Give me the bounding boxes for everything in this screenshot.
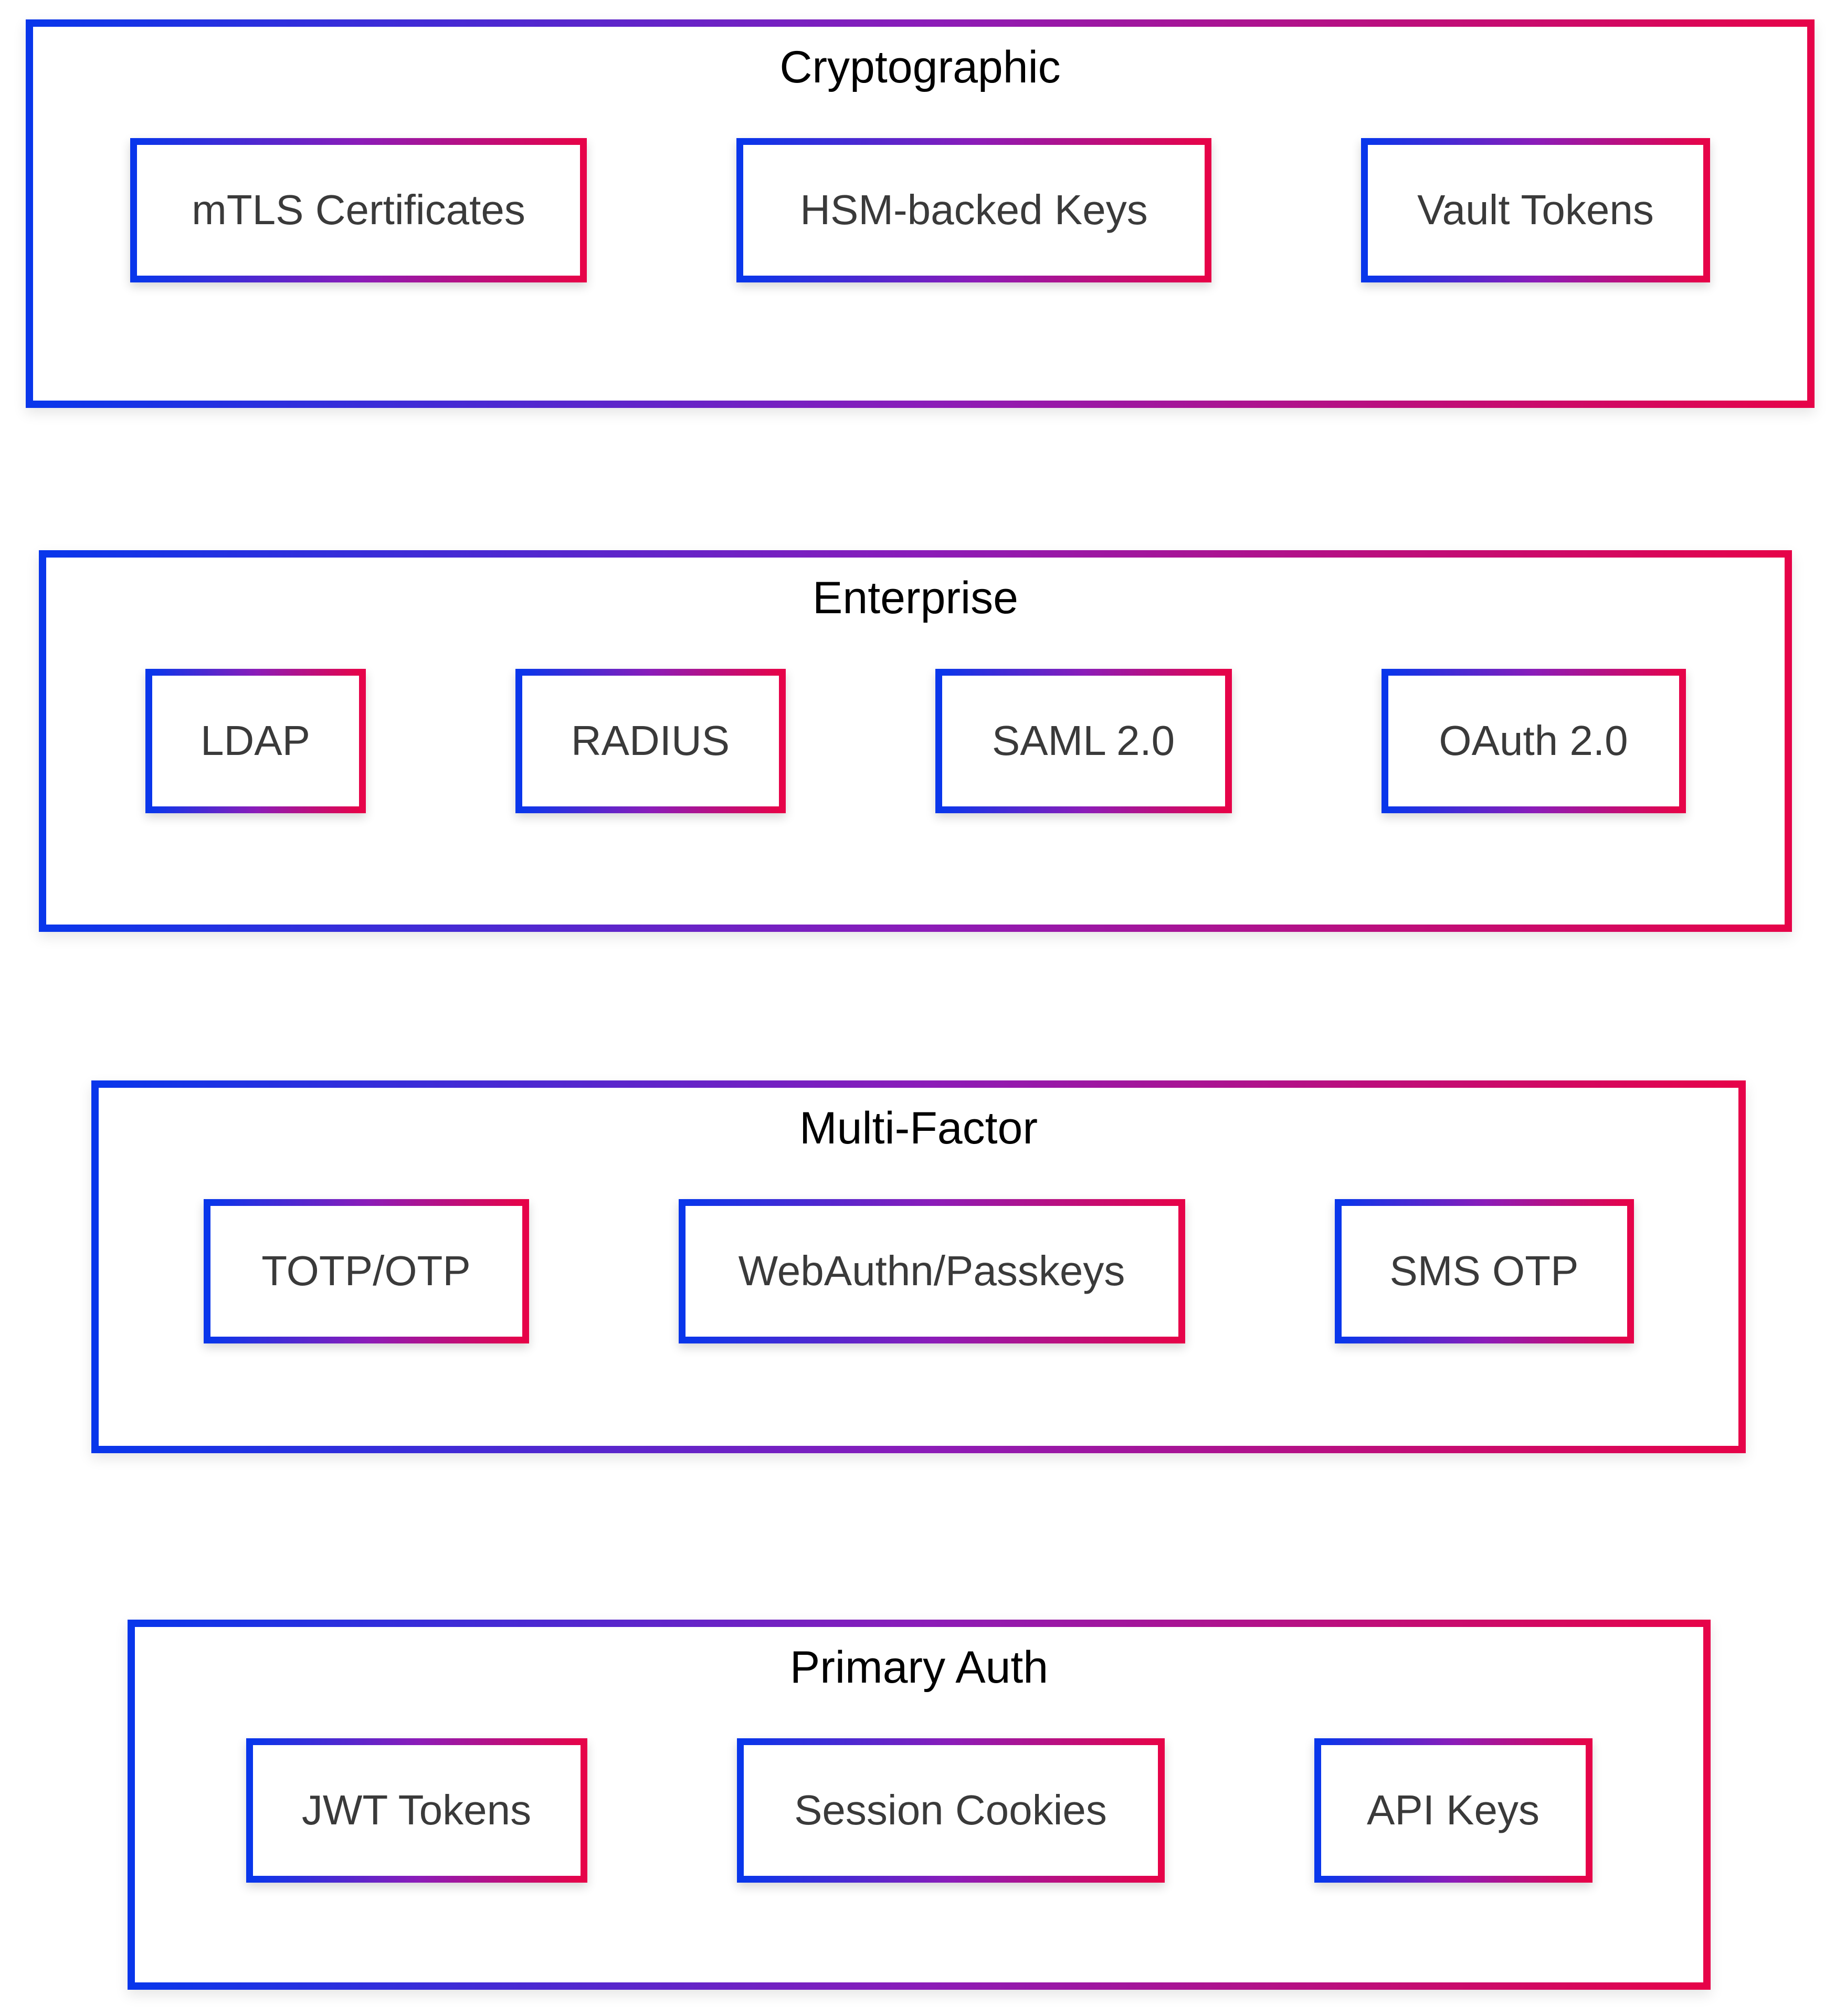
primary-auth-title: Primary Auth — [789, 1642, 1049, 1693]
node-vault-tokens: Vault Tokens — [1361, 138, 1710, 282]
multi-factor-title: Multi-Factor — [799, 1103, 1038, 1153]
node-mtls-certificates: mTLS Certificates — [130, 138, 587, 282]
node-ldap: LDAP — [145, 668, 366, 813]
primary-auth-items-row: JWT Tokens Session Cookies API Keys — [135, 1738, 1703, 1883]
node-totp-otp: TOTP/OTP — [203, 1199, 529, 1343]
node-label: HSM-backed Keys — [800, 186, 1148, 234]
node-label: Vault Tokens — [1417, 186, 1654, 234]
cryptographic-title: Cryptographic — [779, 42, 1061, 92]
node-label: SAML 2.0 — [992, 717, 1175, 764]
layer-enterprise: Enterprise LDAP RADIUS SAML 2.0 OAuth 2.… — [39, 550, 1792, 932]
node-saml-2-0: SAML 2.0 — [935, 668, 1232, 813]
node-oauth-2-0: OAuth 2.0 — [1381, 668, 1686, 813]
node-session-cookies: Session Cookies — [736, 1738, 1165, 1883]
multi-factor-items-row: TOTP/OTP WebAuthn/Passkeys SMS OTP — [99, 1199, 1738, 1343]
node-radius: RADIUS — [515, 668, 786, 813]
layer-primary-auth: Primary Auth JWT Tokens Session Cookies … — [128, 1620, 1711, 1990]
enterprise-items-row: LDAP RADIUS SAML 2.0 OAuth 2.0 — [46, 668, 1785, 813]
cryptographic-items-row: mTLS Certificates HSM-backed Keys Vault … — [33, 138, 1807, 282]
layer-multi-factor: Multi-Factor TOTP/OTP WebAuthn/Passkeys … — [91, 1080, 1746, 1453]
node-label: mTLS Certificates — [192, 186, 525, 234]
node-label: RADIUS — [571, 717, 730, 764]
node-label: SMS OTP — [1389, 1247, 1579, 1295]
node-api-keys: API Keys — [1314, 1738, 1593, 1883]
enterprise-title: Enterprise — [813, 573, 1018, 623]
node-label: API Keys — [1366, 1787, 1540, 1834]
node-webauthn-passkeys: WebAuthn/Passkeys — [678, 1199, 1185, 1343]
node-jwt-tokens: JWT Tokens — [246, 1738, 587, 1883]
node-hsm-backed-keys: HSM-backed Keys — [736, 138, 1211, 282]
layer-cryptographic: Cryptographic mTLS Certificates HSM-back… — [26, 19, 1815, 408]
node-label: LDAP — [201, 717, 310, 764]
node-label: TOTP/OTP — [261, 1247, 471, 1295]
node-label: Session Cookies — [794, 1787, 1107, 1834]
node-sms-otp: SMS OTP — [1334, 1199, 1634, 1343]
node-label: OAuth 2.0 — [1439, 717, 1628, 764]
node-label: WebAuthn/Passkeys — [738, 1247, 1125, 1295]
node-label: JWT Tokens — [301, 1787, 532, 1834]
